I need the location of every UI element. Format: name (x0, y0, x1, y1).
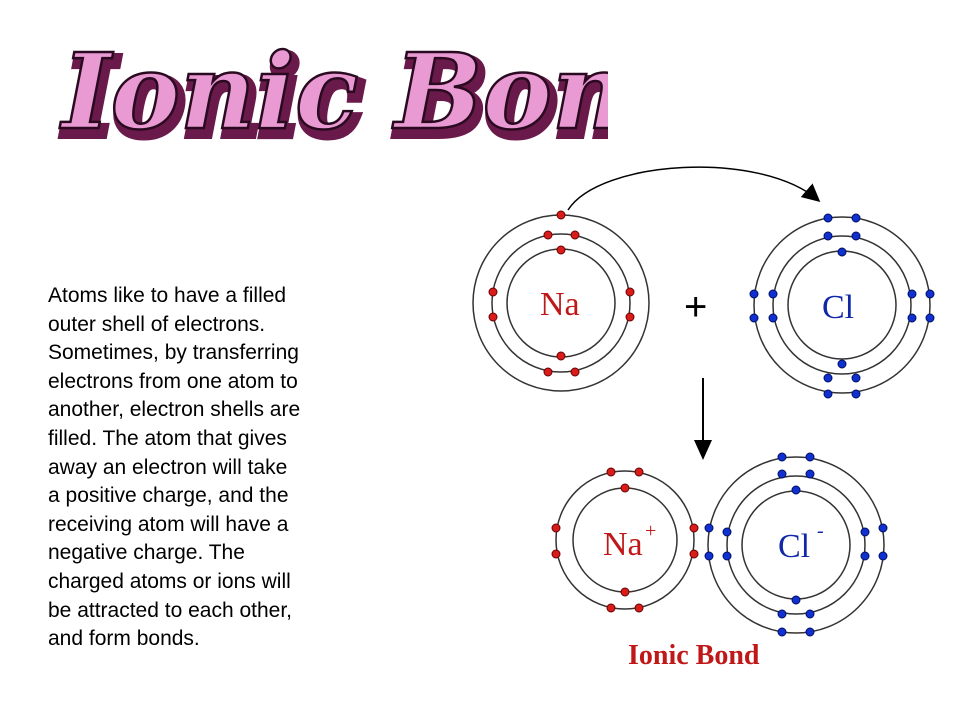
electron (634, 603, 644, 613)
electron (551, 549, 561, 559)
electron (823, 231, 833, 241)
plus-sign: + (684, 285, 707, 329)
electron (860, 551, 870, 561)
electron (704, 523, 714, 533)
na-ion-symbol: Na (603, 526, 643, 563)
electron (823, 213, 833, 223)
electron (851, 389, 861, 399)
electron (805, 469, 815, 479)
cl-ion-charge: - (817, 520, 824, 542)
electron (722, 527, 732, 537)
title-fill: Ionic Bonding (59, 30, 608, 153)
electron (823, 389, 833, 399)
electron (805, 609, 815, 619)
chlorine-atom: Cl (749, 213, 935, 399)
electron (925, 313, 935, 323)
electron (777, 627, 787, 637)
na-shell-2 (491, 233, 631, 373)
electron (860, 527, 870, 537)
electron (625, 312, 635, 322)
chloride-ion: Cl - (704, 452, 888, 637)
cl-shell-3 (753, 216, 931, 394)
electron (689, 523, 699, 533)
electron (823, 373, 833, 383)
electron (556, 351, 566, 361)
electron (851, 213, 861, 223)
electron (837, 247, 847, 257)
na-ion-shell-2 (555, 470, 695, 610)
electron (606, 467, 616, 477)
electron (625, 287, 635, 297)
electron (620, 587, 630, 597)
electron (768, 313, 778, 323)
electron (543, 230, 553, 240)
electron (777, 452, 787, 462)
electron (488, 312, 498, 322)
electron (488, 287, 498, 297)
electron (907, 289, 917, 299)
cl-symbol: Cl (822, 289, 854, 326)
cl-ion-electrons (704, 452, 888, 637)
electron (777, 469, 787, 479)
electron (878, 551, 888, 561)
electron (606, 603, 616, 613)
electron (878, 523, 888, 533)
electron (570, 367, 580, 377)
na-symbol: Na (540, 286, 580, 323)
sodium-ion: Na + (551, 467, 699, 613)
electron (570, 230, 580, 240)
cl-ion-symbol: Cl (778, 528, 810, 565)
electron (791, 485, 801, 495)
electron (768, 289, 778, 299)
page-title: Ionic Bonding Ionic Bonding (58, 30, 608, 164)
cl-ion-shell-3 (707, 456, 885, 634)
cl-ion-shell-2 (726, 475, 866, 615)
electron (543, 367, 553, 377)
cl-shell-2 (772, 235, 912, 375)
electron (634, 467, 644, 477)
electron (689, 549, 699, 559)
electron (925, 289, 935, 299)
electron (851, 231, 861, 241)
electron (805, 627, 815, 637)
electron (551, 523, 561, 533)
electron (791, 595, 801, 605)
electron (837, 359, 847, 369)
electron (704, 551, 714, 561)
electron (805, 452, 815, 462)
na-ion-electrons (551, 467, 699, 613)
ionic-bond-caption: Ionic Bond (628, 640, 760, 671)
cl-electrons (749, 213, 935, 399)
electron (907, 313, 917, 323)
sodium-atom: Na (472, 210, 650, 392)
electron (556, 210, 566, 220)
electron (620, 483, 630, 493)
electron (749, 313, 759, 323)
electron (749, 289, 759, 299)
body-text: Atoms like to have a filled outer shell … (48, 284, 301, 651)
electron (777, 609, 787, 619)
na-electrons (488, 210, 635, 377)
electron (722, 551, 732, 561)
down-arrow (694, 378, 712, 460)
na-ion-charge: + (645, 520, 656, 542)
title-shadow: Ionic Bonding (63, 36, 608, 159)
transfer-arrow (567, 166, 821, 211)
electron (556, 245, 566, 255)
electron (851, 373, 861, 383)
